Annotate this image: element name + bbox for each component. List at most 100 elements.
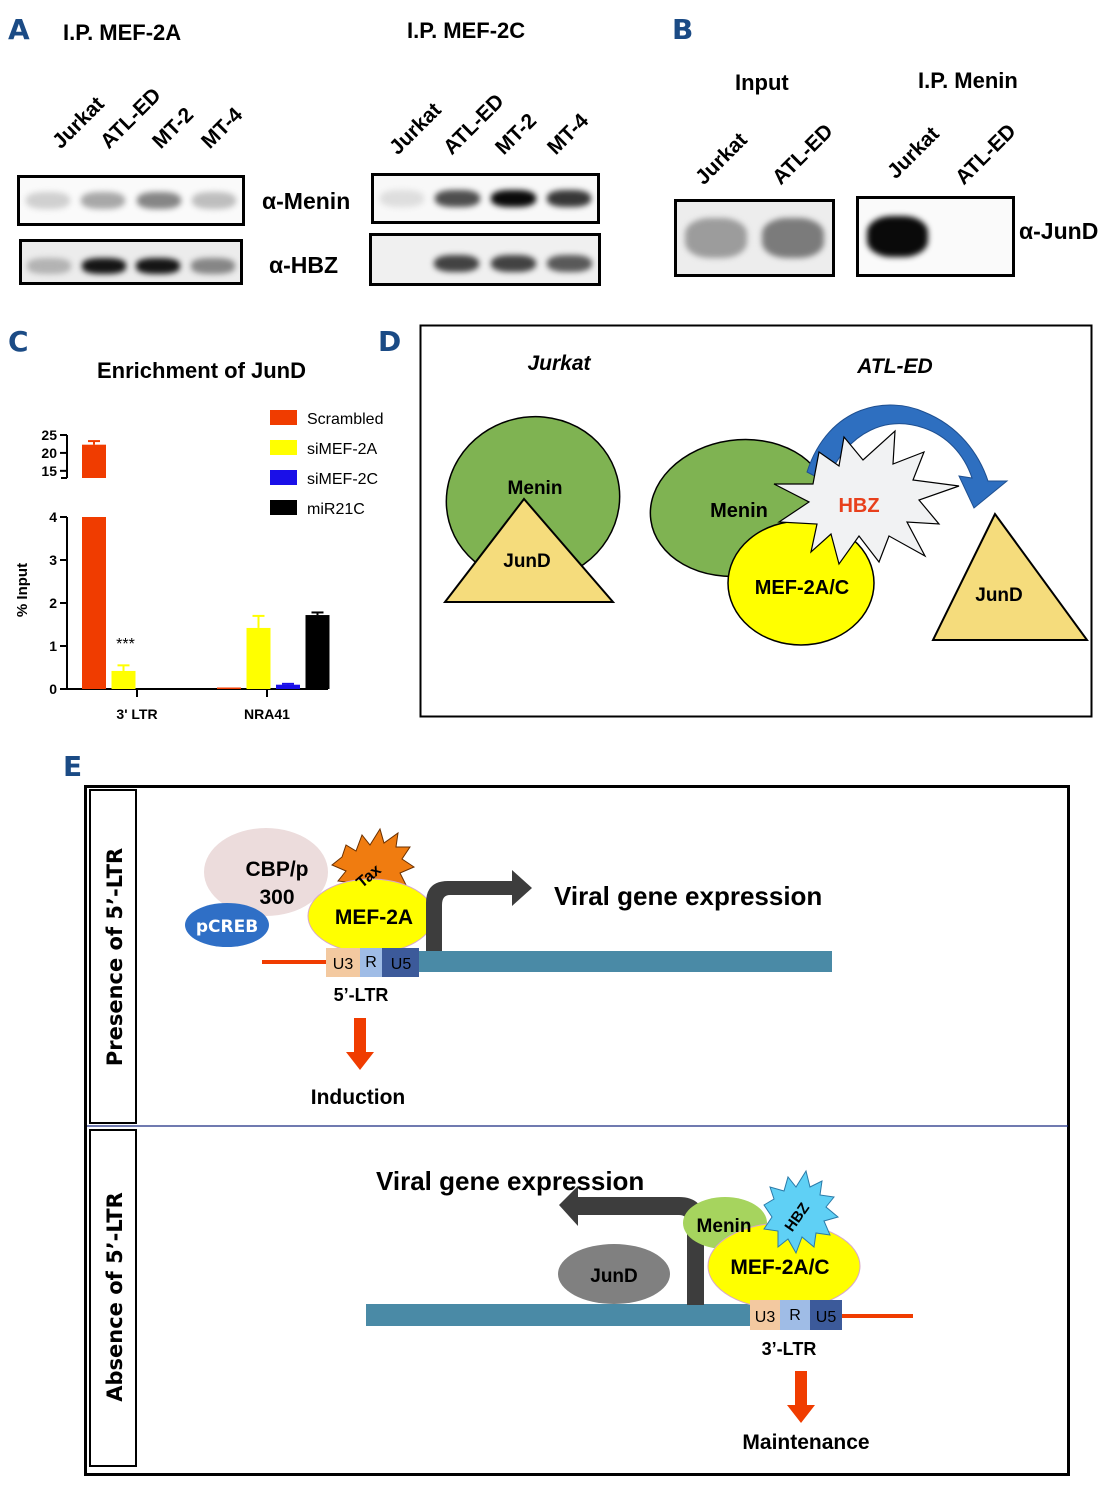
hbz-starburst-bottom: [763, 1169, 840, 1255]
blot-title-ip-menin: I.P. Menin: [918, 68, 1018, 93]
mef2a-label: MEF-2A: [335, 906, 413, 929]
legend-label: siMEF-2A: [307, 441, 378, 458]
bar-Scrambled-upper: [82, 444, 106, 478]
blot-mef2a-hbz: [19, 239, 243, 285]
blot-title-input: Input: [735, 70, 789, 95]
mef2ac-label-bottom: MEF-2A/C: [730, 1256, 829, 1279]
bar-miR21C: [305, 615, 330, 689]
pcreb-shape: [185, 903, 269, 947]
u5-label-bottom: U5: [816, 1309, 837, 1326]
y-tick-label: 25: [41, 427, 57, 443]
blot-band: [25, 191, 70, 210]
dna-strand-top: [419, 951, 832, 972]
blot-band: [684, 218, 747, 258]
panel-letter-a: A: [8, 13, 30, 46]
transcription-arrow-top: [426, 870, 532, 951]
blot-band: [546, 189, 592, 208]
hbz-starburst: [773, 429, 960, 566]
y-tick-label: 15: [41, 463, 57, 479]
lane-label: MT-4: [543, 109, 594, 160]
lane-label: ATL-ED: [951, 119, 1021, 190]
y-tick-label: 2: [49, 595, 57, 611]
transcription-arrow-bottom: [559, 1186, 704, 1305]
bar-siMEF-2C: [276, 684, 300, 689]
blot-band: [192, 191, 237, 210]
x-tick-label: NRA41: [244, 706, 290, 722]
legend-swatch: [270, 410, 297, 425]
mef-label: MEF-2A/C: [755, 577, 849, 599]
antibody-label-hbz: α-HBZ: [269, 252, 339, 278]
bar-Scrambled: [82, 517, 106, 689]
blot-band: [81, 258, 126, 274]
y-tick-label: 20: [41, 445, 57, 461]
r-segment-bottom: [780, 1300, 810, 1330]
ltr-model-diagram-e: Presence of 5’-LTR Absence of 5’-LTR CBP…: [84, 785, 1070, 1476]
side-box-top: [89, 789, 137, 1124]
y-axis-label: % Input: [14, 563, 31, 617]
blot-band: [866, 215, 928, 258]
cbp-p300-shape: [204, 828, 328, 916]
side-label-presence: Presence of 5’-LTR: [103, 848, 127, 1066]
u5-segment-top: [382, 948, 419, 977]
chart-legend: Scrambled siMEF-2A siMEF-2C miR21C: [270, 410, 383, 518]
dna-strand-bottom: [366, 1304, 769, 1326]
antibody-label-jund: α-JunD: [1019, 218, 1099, 244]
jund-label-bottom: JunD: [590, 1266, 638, 1287]
panel-letter-b: B: [672, 13, 694, 46]
jund-shape-left: [442, 497, 616, 603]
blot-input-jund: [674, 199, 835, 277]
antibody-label-menin: α-Menin: [262, 188, 351, 214]
blot-band: [190, 258, 235, 274]
blot-band: [136, 191, 181, 210]
blot-mef2a-menin: [17, 175, 245, 226]
blot-band: [81, 191, 126, 210]
cbp-label-line2: 300: [259, 886, 294, 909]
lane-label: ATL-ED: [768, 119, 838, 190]
u5-segment-bottom: [810, 1300, 842, 1330]
maintenance-label: Maintenance: [742, 1431, 869, 1454]
y-tick-label: 0: [49, 681, 57, 697]
blot-title-ip-mef2a: I.P. MEF-2A: [63, 20, 182, 45]
hbz-label: HBZ: [838, 495, 879, 517]
lane-label: Jurkat: [883, 122, 944, 184]
significance-annotation: ***: [116, 636, 135, 653]
panel-letter-d: D: [378, 325, 402, 358]
blot-band: [547, 254, 593, 273]
model-diagram-d: Jurkat ATL-ED Menin JunD Menin HBZ MEF-2…: [419, 324, 1093, 718]
legend-label: siMEF-2C: [307, 471, 378, 488]
legend-label: Scrambled: [307, 411, 383, 428]
u3-segment-bottom: [750, 1300, 780, 1330]
side-label-absence: Absence of 5’-LTR: [103, 1192, 127, 1402]
menin-label-left: Menin: [508, 478, 563, 499]
chart-title: Enrichment of JunD: [97, 358, 306, 383]
panel-letter-c: C: [8, 325, 29, 358]
blot-band: [27, 258, 72, 274]
diagram-title-atled: ATL-ED: [856, 355, 932, 378]
blot-band: [490, 254, 536, 273]
u3-label-top: U3: [333, 956, 354, 973]
pcreb-label: pCREB: [196, 917, 258, 937]
legend-label: miR21C: [307, 501, 365, 518]
ltr-label-top: 5’-LTR: [334, 985, 389, 1005]
blot-ip-menin-jund: [856, 196, 1015, 277]
x-tick-label: 3' LTR: [116, 706, 157, 722]
expression-label-bottom: Viral gene expression: [376, 1166, 644, 1196]
bar-Scrambled: [217, 687, 241, 689]
y-tick-label: 3: [49, 552, 57, 568]
cbp-label-line1: CBP/p: [246, 858, 309, 881]
legend-swatch: [270, 440, 297, 455]
expression-label-top: Viral gene expression: [554, 881, 822, 911]
blot-band: [379, 189, 425, 208]
diagram-title-jurkat: Jurkat: [527, 352, 591, 375]
legend-swatch: [270, 470, 297, 485]
jund-shape-right: [931, 512, 1089, 641]
blot-band: [136, 258, 181, 274]
induction-label: Induction: [311, 1086, 405, 1109]
y-tick-label: 4: [49, 509, 57, 525]
lane-label: Jurkat: [48, 92, 109, 154]
menin-label-bottom: Menin: [697, 1216, 752, 1237]
u3-label-bottom: U3: [755, 1309, 776, 1326]
u5-label-top: U5: [391, 956, 412, 973]
jund-label-right: JunD: [975, 585, 1023, 606]
legend-swatch: [270, 500, 297, 515]
